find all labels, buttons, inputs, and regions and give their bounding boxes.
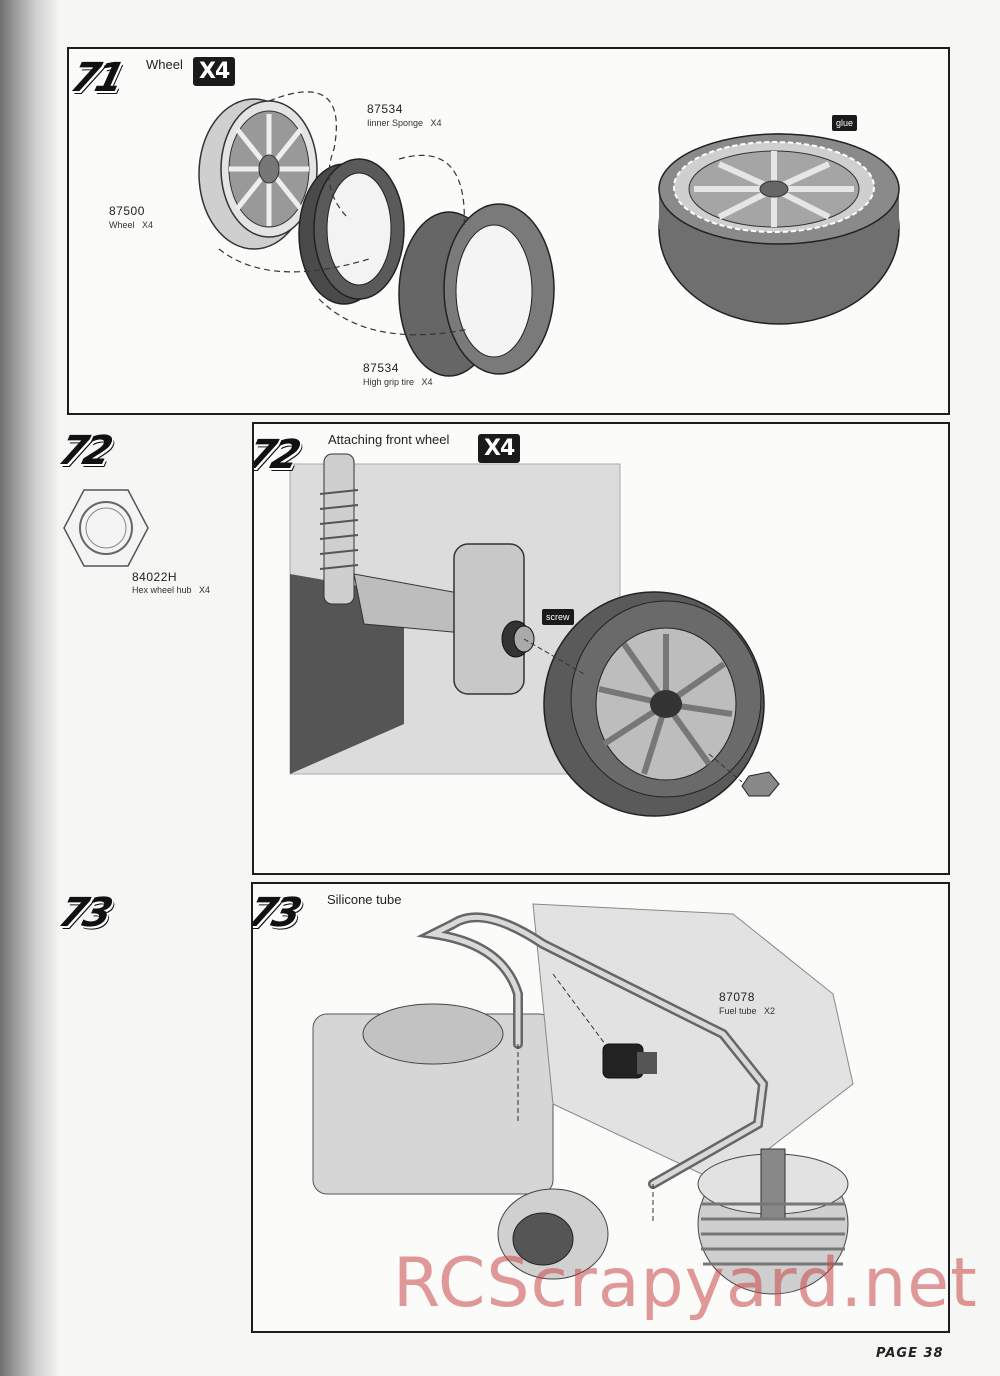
step-73-title: Silicone tube xyxy=(327,892,402,907)
front-wheel-attach-illustration xyxy=(289,453,780,817)
step-71-title: Wheel xyxy=(146,57,183,72)
inner-sponge-icon xyxy=(298,158,405,305)
part-number-wheel: 87500 xyxy=(109,204,145,218)
screw-tag: screw xyxy=(542,609,574,625)
step-72-panel: 72 Attaching front wheel X4 screw xyxy=(252,422,950,875)
part-name-sponge: Iinner Sponge X4 xyxy=(367,118,442,128)
engine-head-icon xyxy=(697,1148,849,1295)
part-name-tire: High grip tire X4 xyxy=(363,377,433,387)
page-spine-shadow xyxy=(0,0,60,1376)
step-71-panel: 71 Wheel X4 87534 Iinner Sponge X4 87500… xyxy=(67,47,950,415)
silicone-tube-illustration xyxy=(312,903,854,1295)
step-72-side-number: 72 xyxy=(54,428,114,474)
wheel-assembly-illustration xyxy=(198,91,900,377)
step-73-panel: 73 Silicone tube 87078 Fuel tube X2 xyxy=(251,882,950,1333)
hex-hub-part-number: 84022H xyxy=(132,570,178,584)
front-wheel-icon xyxy=(543,591,765,817)
tire-icon xyxy=(398,203,555,377)
part-name-wheel: Wheel X4 xyxy=(109,220,154,230)
wheel-rim-icon xyxy=(198,98,318,250)
step-72-quantity-badge: X4 xyxy=(478,434,521,463)
part-number-sponge: 87534 xyxy=(367,102,403,116)
assembled-wheel-icon xyxy=(658,133,900,325)
glue-tag: glue xyxy=(832,115,858,131)
part-number-tire: 87534 xyxy=(363,361,399,375)
page-number: PAGE 38 xyxy=(876,1346,944,1361)
shock-absorber-icon xyxy=(319,453,359,605)
fuel-tube-part-name: Fuel tube X2 xyxy=(719,1006,776,1016)
fuel-tube-part-number: 87078 xyxy=(719,990,755,1004)
hex-hub-part-name: Hex wheel hub X4 xyxy=(132,585,211,595)
step-72-title: Attaching front wheel xyxy=(328,432,450,447)
watermark-text: RCScrapyard.net xyxy=(393,1244,978,1323)
fuel-filter-icon xyxy=(602,1043,657,1079)
step-73-side-number: 73 xyxy=(54,890,114,936)
step-71-quantity-badge: X4 xyxy=(193,57,236,86)
